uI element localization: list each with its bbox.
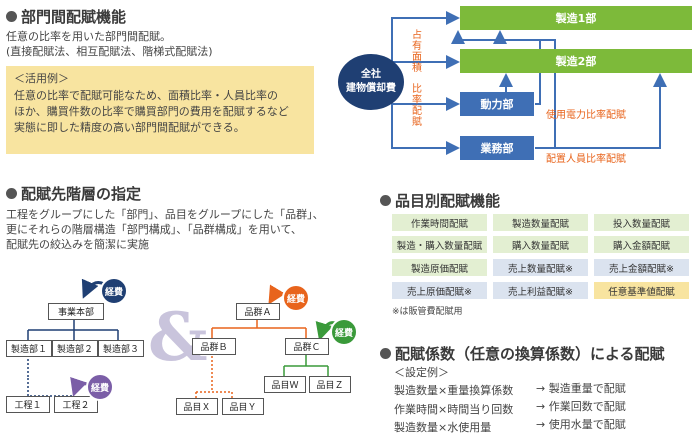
formula-row-1-left: 製造数量×重量換算係数 [394, 384, 514, 397]
power-ratio-label: 使用電力比率配賦 [546, 110, 626, 121]
tree-node-mfg-2: 製造部２ [52, 340, 98, 357]
section1-line-1: 任意の比率を用いた部門間配賦。 [6, 30, 171, 43]
tree-leaf-item-x: 品目Ｘ [176, 398, 218, 415]
tree-leaf-process-2: 工程２ [54, 396, 98, 413]
tree-node-mfg-1: 製造部１ [6, 340, 52, 357]
formula-row-2-right: → 作業回数で配賦 [536, 400, 626, 413]
section2-title: 配賦先階層の指定 [6, 183, 141, 204]
company-building-depreciation-node: 全社建物償却費 [338, 54, 404, 110]
business-dept: 業務部 [460, 136, 534, 160]
tree-root-group-a: 品群Ａ [236, 303, 280, 320]
section2-line-2: 更にそれらの階層構造「部門構成」、「品群構成」を用いて、 [6, 223, 302, 236]
power-dept: 動力部 [460, 92, 534, 116]
example-title: ＜活用例＞ [14, 72, 69, 85]
section4-title: 配賦係数（任意の換算係数）による配賦 [380, 343, 665, 364]
ampersand-symbol: & [148, 298, 208, 376]
tag-input-qty: 投入数量配賦 [594, 214, 689, 231]
tag-sales-profit: 売上利益配賦※ [493, 282, 588, 299]
tree-node-mfg-3: 製造部３ [98, 340, 144, 357]
section4-example-title: ＜設定例＞ [394, 366, 449, 379]
tree-leaf-item-w: 品目Ｗ [264, 376, 306, 393]
tag-purchase-amount: 購入金額配賦 [594, 236, 689, 253]
expense-badge-navy: 経費 [100, 277, 128, 305]
tree-node-group-c: 品群Ｃ [285, 338, 329, 355]
formula-row-2-left: 作業時間×時間当り回数 [394, 403, 514, 416]
section2-line-1: 工程をグループにした「部門」、品目をグループにした「品群」、 [6, 208, 324, 221]
tree-node-group-b: 品群Ｂ [192, 338, 236, 355]
tag-prod-purchase-qty: 製造・購入数量配賦 [392, 236, 487, 253]
staff-ratio-label: 配置人員比率配賦 [546, 154, 626, 165]
tree-leaf-item-y: 品目Ｙ [222, 398, 264, 415]
formula-row-3-left: 製造数量×水使用量 [394, 421, 492, 434]
tag-purchase-qty: 購入数量配賦 [493, 236, 588, 253]
tree-leaf-process-1: 工程１ [6, 396, 50, 413]
tree-leaf-item-z: 品目Ｚ [309, 376, 351, 393]
tag-production-qty: 製造数量配賦 [493, 214, 588, 231]
manufacturing-dept-1: 製造1部 [460, 6, 692, 30]
tag-arbitrary-base: 任意基準値配賦 [594, 282, 689, 299]
tree-root-business-hq: 事業本部 [48, 303, 104, 320]
formula-row-3-right: → 使用水量で配賦 [536, 418, 626, 431]
expense-badge-orange: 経費 [282, 284, 310, 312]
bullet-icon [6, 11, 17, 22]
bullet-icon [380, 195, 391, 206]
example-note-box: ＜活用例＞ 任意の比率で配賦可能なため、面積比率・人員比率の ほか、購買件数の比… [6, 66, 314, 154]
example-line-1: 任意の比率で配賦可能なため、面積比率・人員比率の [14, 89, 278, 102]
ratio-allocation-label: 比率配賦 [412, 84, 422, 128]
section1-title: 部門間配賦機能 [6, 6, 126, 27]
manufacturing-dept-2: 製造2部 [460, 49, 692, 73]
tag-work-hours: 作業時間配賦 [392, 214, 487, 231]
bullet-icon [380, 348, 391, 359]
tag-cost-of-sales: 売上原価配賦※ [392, 282, 487, 299]
section1-line-2: (直接配賦法、相互配賦法、階梯式配賦法) [6, 45, 213, 58]
section3-title: 品目別配賦機能 [380, 190, 500, 211]
expense-badge-purple: 経費 [86, 373, 114, 401]
tag-production-cost: 製造原価配賦 [392, 259, 487, 276]
example-line-2: ほか、購買件数の比率で購買部門の費用を配賦するなど [14, 105, 289, 118]
formula-row-1-right: → 製造重量で配賦 [536, 382, 626, 395]
tag-sales-qty: 売上数量配賦※ [493, 259, 588, 276]
tag-sales-amount: 売上金額配賦※ [594, 259, 689, 276]
area-ratio-label: 占有面積 [412, 30, 422, 74]
section2-line-3: 配賦先の絞込みを簡潔に実施 [6, 238, 149, 251]
bullet-icon [6, 188, 17, 199]
expense-badge-green: 経費 [330, 318, 358, 346]
example-line-3: 実態に即した精度の高い部門間配賦ができる。 [14, 121, 245, 134]
section3-footnote: ※は販管費配賦用 [392, 307, 463, 317]
